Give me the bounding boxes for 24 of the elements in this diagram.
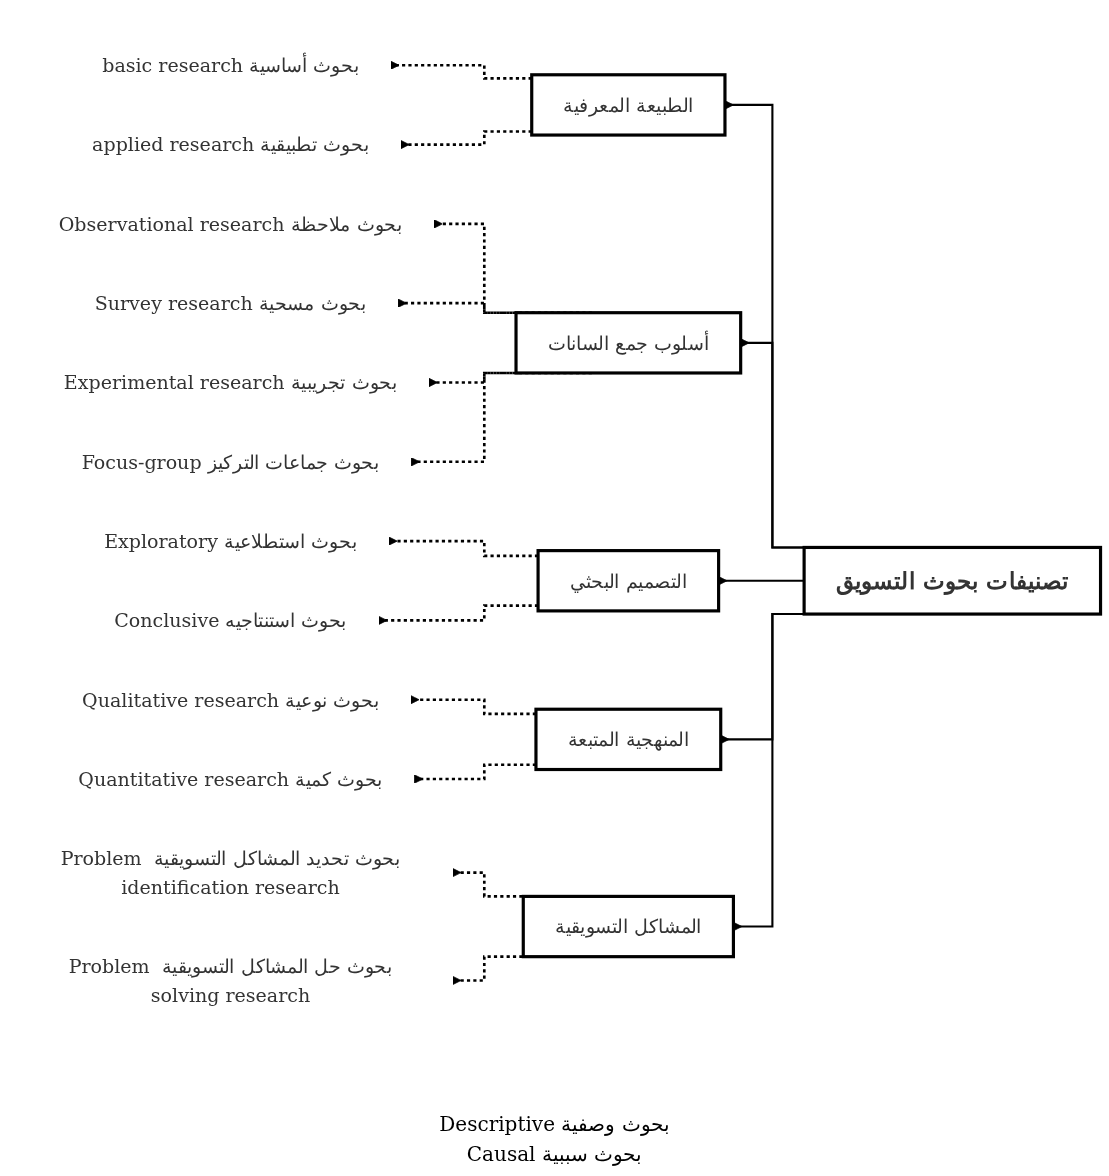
node-box: المنهجية المتبعة [534, 707, 723, 772]
arrow [410, 695, 536, 716]
node-text: بحوث تحديد المشاكل التسويقية Problem identification research [60, 847, 401, 898]
node-box: التصميم البحثي [536, 549, 721, 613]
node-text: بحوث مسحية Survey research [94, 292, 367, 315]
node-text: بحوث جماعات التركيز Focus-group [81, 450, 380, 473]
node-text: بحوث استطلاعية Exploratory [104, 530, 357, 553]
note-text: بحوث وصفية Descriptive [439, 1112, 670, 1136]
node-text: بحوث استنتاجيه Conclusive [114, 609, 347, 632]
arrow [400, 130, 532, 150]
node-box: الطبيعة المعرفية [530, 73, 727, 137]
note-text: بحوث سببية Causal [466, 1142, 643, 1166]
node-text: بحوث كمية Quantitative research [78, 767, 383, 791]
node-text: بحوث أساسية basic research [102, 54, 359, 77]
node-text: بحوث تجريبية Experimental research [63, 371, 398, 394]
node-text: بحوث تطبيقية applied research [92, 133, 369, 156]
arrow [390, 60, 532, 80]
node-text: بحوث نوعية Qualitative research [82, 688, 379, 711]
node-text: بحوث حل المشاكل التسويقية Problem solving research [68, 955, 393, 1006]
node-box: أسلوب جمع السانات [514, 311, 743, 375]
node-text: بحوث ملاحظة Observational research [58, 212, 403, 235]
node-box: المشاكل التسويقية [521, 894, 735, 959]
arrow [413, 763, 536, 784]
node-box: تصنيفات بحوث التسويق [802, 545, 1103, 616]
